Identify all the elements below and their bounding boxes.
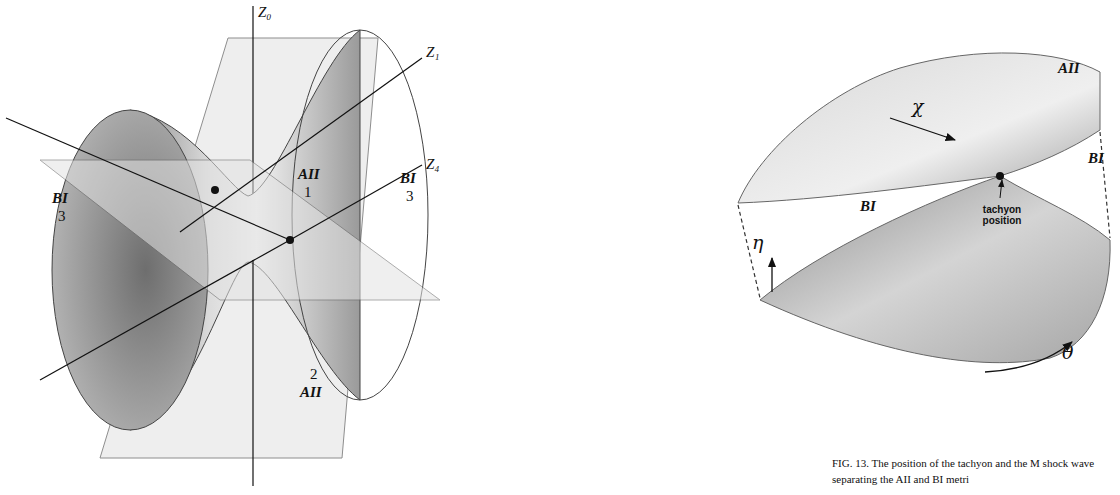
region-label: BI — [1088, 150, 1104, 167]
coordinate-label: χ — [912, 96, 924, 117]
diagonal-plane — [40, 160, 440, 300]
region-label: AII — [300, 384, 322, 401]
z1-axis — [180, 58, 422, 232]
upper-sheet — [738, 53, 1100, 203]
region-number: 1 — [304, 184, 312, 201]
region-label: BI — [860, 198, 876, 215]
axis-label: Z₀ — [258, 4, 272, 21]
region-number: 3 — [406, 188, 414, 205]
coordinate-label: θ — [1062, 342, 1073, 363]
point-label: tachyon position — [972, 204, 1032, 226]
region-number: 3 — [58, 208, 66, 225]
lower-sheet — [760, 176, 1110, 363]
axis-label: Z₁ — [426, 44, 440, 61]
z0-axis-lower — [252, 260, 253, 486]
region-label: AII — [298, 166, 320, 183]
coordinate-label: η — [752, 232, 763, 253]
chi-arrow — [890, 118, 955, 140]
leader-arrow — [1000, 180, 1002, 198]
region-label: AII — [1058, 60, 1080, 77]
z4-axis-back — [40, 240, 290, 380]
axis-label: Z₄ — [426, 156, 440, 173]
eta-arrow — [771, 258, 772, 292]
region-label: BI — [400, 170, 416, 187]
point — [286, 236, 294, 244]
shock-wave-figure — [738, 53, 1110, 372]
figure-caption: FIG. 13. The position of the tachyon and… — [832, 456, 1112, 488]
axis-line — [6, 118, 290, 240]
theta-arrow — [985, 342, 1072, 372]
z4-axis — [290, 165, 422, 240]
dashed-edge — [1100, 132, 1110, 238]
tachyon-dot — [996, 172, 1004, 180]
point — [211, 186, 219, 194]
hyperboloid-figure — [6, 6, 440, 486]
region-label: BI — [52, 190, 68, 207]
region-number: 2 — [310, 366, 318, 383]
